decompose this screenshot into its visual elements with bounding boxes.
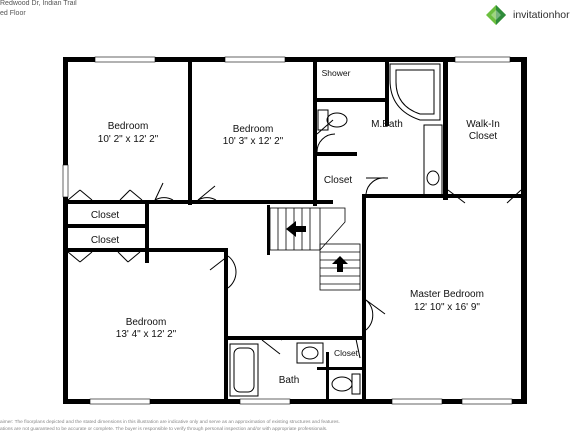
shower-label: Shower	[322, 68, 351, 78]
master-bedroom-name: Master Bedroom	[410, 289, 484, 300]
master-bedroom-dims: 12' 10" x 16' 9"	[414, 302, 480, 313]
brand-name: invitationhor	[513, 9, 570, 21]
center-closet-label: Closet	[324, 175, 353, 186]
brand-logo-icon	[486, 5, 506, 25]
mbath-label: M.Bath	[371, 119, 403, 130]
bath-label: Bath	[279, 375, 300, 386]
left-closet-lower-label: Closet	[91, 235, 120, 246]
bedroom1-name: Bedroom	[108, 121, 149, 132]
walkin-closet-label-line2: Closet	[469, 131, 498, 142]
property-address: Redwood Dr, Indian Trail	[0, 0, 77, 7]
disclaimer-line-2: ations are not guaranteed to be accurate…	[0, 427, 328, 432]
floor-label: ed Floor	[0, 10, 26, 17]
bedroom2-name: Bedroom	[233, 124, 274, 135]
bath-closet-label: Closet	[334, 348, 359, 358]
left-closet-upper-label: Closet	[91, 210, 120, 221]
walkin-closet-label-line1: Walk-In	[466, 119, 500, 130]
bedroom3-dims: 13' 4" x 12' 2"	[116, 329, 177, 340]
bedroom3-name: Bedroom	[126, 317, 167, 328]
disclaimer-line-1: aimer: The floorplans depicted and the s…	[0, 420, 340, 425]
bedroom1-dims: 10' 2" x 12' 2"	[98, 134, 159, 145]
bedroom2-dims: 10' 3" x 12' 2"	[223, 136, 284, 147]
